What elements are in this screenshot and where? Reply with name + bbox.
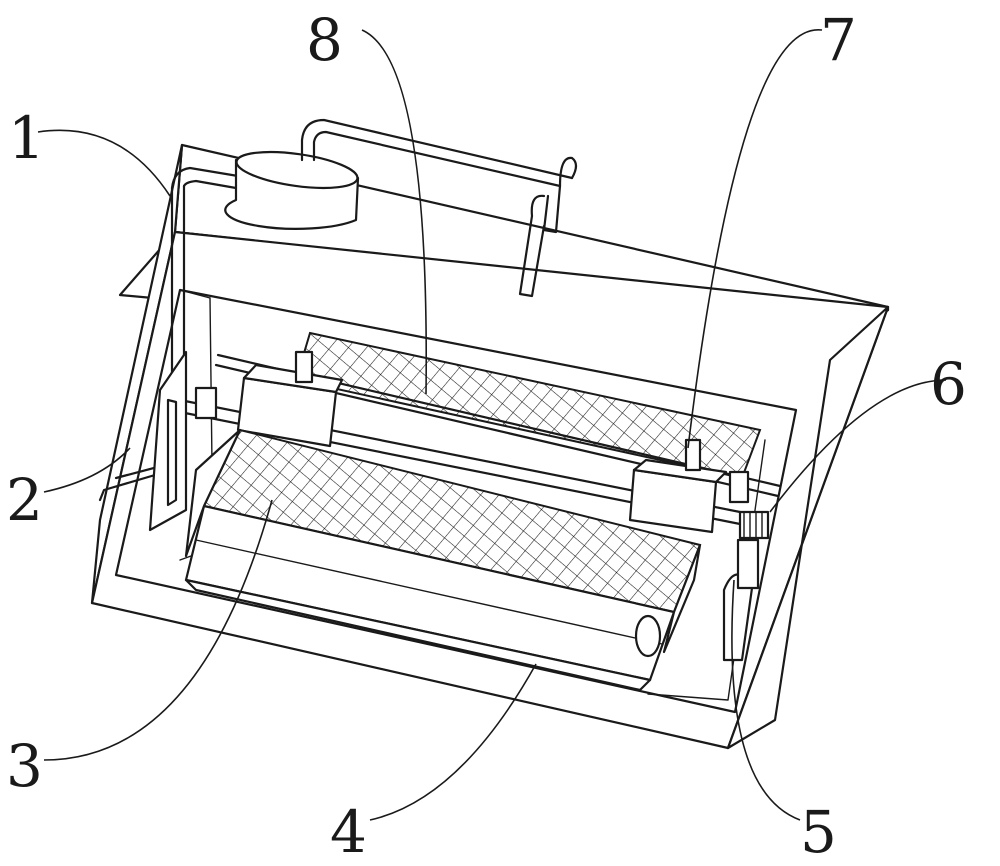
left-post [296, 352, 312, 382]
callout-4: 4 [330, 798, 367, 866]
motor-belt [738, 540, 758, 588]
housing [92, 145, 888, 748]
roller-bearing [636, 616, 660, 656]
leader-1 [38, 130, 170, 196]
left-plate-slot [168, 400, 176, 505]
callout-5: 5 [800, 798, 837, 866]
callout-1: 1 [8, 104, 45, 172]
spray-elbow [544, 158, 576, 232]
right-clamp [730, 472, 748, 502]
callout-6: 6 [930, 350, 967, 418]
left-clamp [196, 388, 216, 418]
callout-8: 8 [306, 6, 343, 74]
callout-2: 2 [6, 466, 43, 534]
callout-3: 3 [6, 732, 43, 800]
callout-7: 7 [820, 6, 857, 74]
